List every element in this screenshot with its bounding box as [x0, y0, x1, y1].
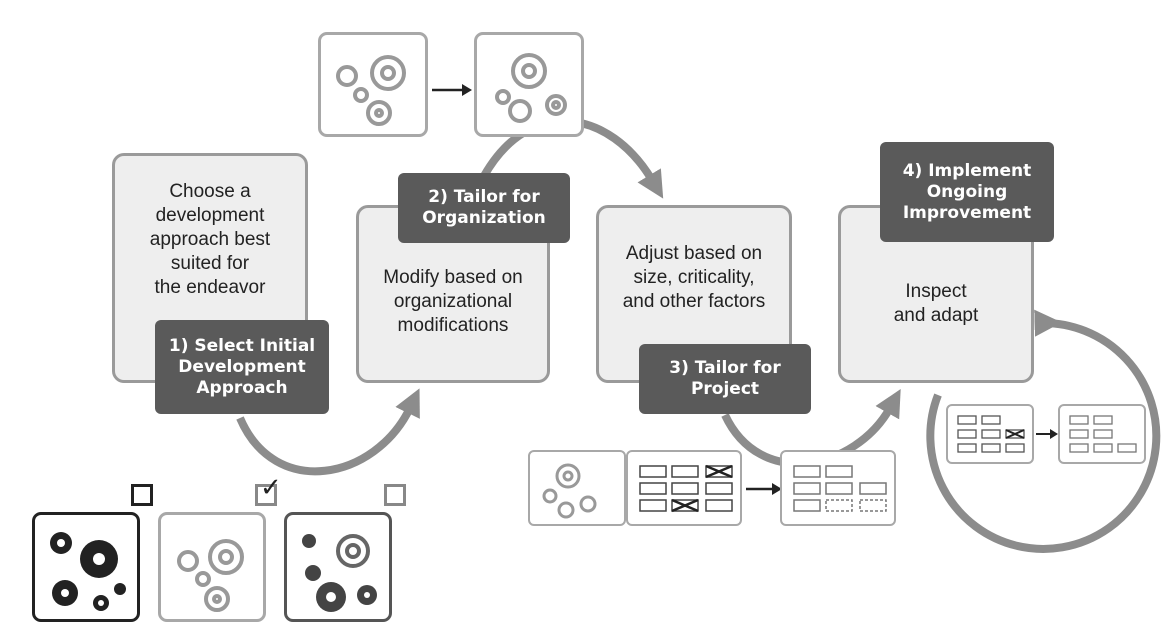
- gears-grey-icon: [336, 55, 406, 126]
- step-4-label: 4) Implement Ongoing Improvement: [880, 142, 1054, 242]
- step-2-label: 2) Tailor for Organization: [398, 173, 570, 243]
- process-grid-icon: [639, 464, 733, 513]
- x-cell-icon: [1005, 429, 1025, 439]
- option-3-tile: [284, 512, 392, 622]
- process-grid-icon: [1069, 415, 1137, 453]
- step-4-description: Inspect and adapt: [893, 281, 979, 326]
- option-1-tile: [32, 512, 140, 622]
- option-2-checkbox: ✓: [255, 475, 282, 506]
- project-grid-before: [626, 450, 742, 526]
- check-icon: ✓: [260, 473, 282, 503]
- step-3-label: 3) Tailor for Project: [639, 344, 811, 414]
- gears-grey-icon: [542, 463, 597, 519]
- option-1-checkbox: [131, 484, 153, 506]
- process-grid-icon: [957, 415, 1025, 453]
- gears-grey-icon: [495, 53, 567, 123]
- process-grid-icon: [793, 465, 887, 512]
- improvement-grid-before: [946, 404, 1034, 464]
- improvement-grid-after: [1058, 404, 1146, 464]
- project-grid-after: [780, 450, 896, 526]
- org-before-tile: [318, 32, 428, 137]
- step-1-label: 1) Select Initial Development Approach: [155, 320, 329, 414]
- option-3-checkbox: [384, 484, 406, 506]
- gears-black-icon: [50, 532, 126, 611]
- option-2-tile: [158, 512, 266, 622]
- step-2-description: Modify based on organizational modificat…: [383, 267, 523, 336]
- x-cell-icon: [671, 464, 733, 513]
- dashed-cell-icon: [825, 499, 887, 512]
- step-1-description: Choose a development approach best suite…: [149, 181, 271, 298]
- org-after-tile: [474, 32, 584, 137]
- project-gears-tile: [528, 450, 626, 526]
- flow-arrow-1-to-2: [236, 388, 420, 476]
- improvement-loop: [926, 309, 1161, 553]
- step-1-box: Choose a development approach best suite…: [112, 153, 308, 383]
- gears-grey-icon: [177, 539, 244, 612]
- gears-dark-icon: [302, 534, 377, 612]
- step-3-description: Adjust based on size, criticality, and o…: [622, 243, 766, 312]
